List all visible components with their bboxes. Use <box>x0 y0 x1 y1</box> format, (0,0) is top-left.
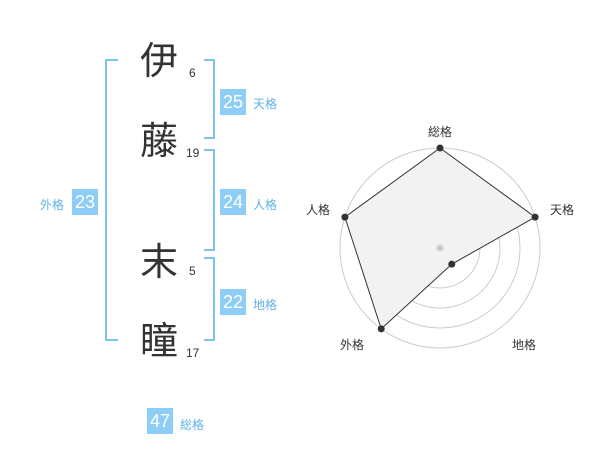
gaikaku-badge: 23 <box>72 189 98 215</box>
radar-point <box>448 260 456 268</box>
radar-point <box>436 144 444 152</box>
jinkaku-badge: 24 <box>220 189 246 215</box>
stroke-count-4: 17 <box>186 346 200 360</box>
soukaku-badge: 47 <box>147 408 173 434</box>
radar-point <box>341 213 349 221</box>
radar-point <box>377 325 385 333</box>
radar-axis-label-gaikaku: 外格 <box>340 338 365 352</box>
radar-axis-label-soukaku: 総格 <box>428 125 453 139</box>
jinkaku-label: 人格 <box>253 198 278 212</box>
radar-axis-label-jinkaku: 人格 <box>306 203 331 217</box>
chikaku-label: 地格 <box>253 298 278 312</box>
tenkaku-label: 天格 <box>253 97 278 111</box>
name-char-1: 伊 <box>139 39 178 83</box>
stroke-count-2: 19 <box>186 146 200 160</box>
chikaku-badge: 22 <box>220 289 246 315</box>
gaikaku-label: 外格 <box>40 198 65 212</box>
soukaku-label: 総格 <box>180 418 205 432</box>
stroke-count-1: 6 <box>189 66 196 80</box>
tenkaku-bracket <box>204 59 215 139</box>
radar-polygon <box>344 147 537 330</box>
radar-axis-label-chikaku: 地格 <box>512 338 537 352</box>
stroke-count-3: 5 <box>189 264 196 278</box>
radar-point <box>531 213 539 221</box>
name-char-3: 末 <box>139 240 178 284</box>
gaikaku-bracket <box>105 59 118 341</box>
name-char-2: 藤 <box>139 119 178 163</box>
tenkaku-badge: 25 <box>220 89 246 115</box>
jinkaku-bracket <box>204 149 215 251</box>
radar-center-dot <box>436 244 444 252</box>
radar-axis-label-tenkaku: 天格 <box>550 203 575 217</box>
chikaku-bracket <box>204 257 215 341</box>
name-char-4: 瞳 <box>139 319 178 363</box>
